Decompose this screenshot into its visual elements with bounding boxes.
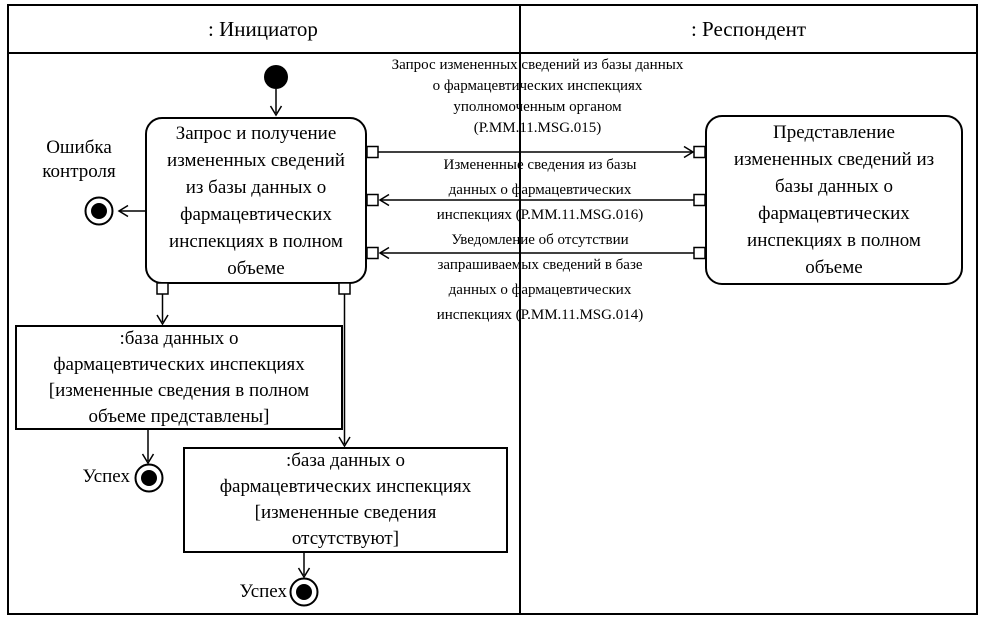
message-label-data: Измененные сведения из базы данных о фар… xyxy=(436,157,644,223)
arrowhead-down-icon xyxy=(156,314,169,326)
object-node-db-full: :база данных о фармацевтических инспекци… xyxy=(15,325,343,430)
object-flow-absent xyxy=(338,282,351,448)
initial-node-flow xyxy=(264,65,288,117)
message-flow-request xyxy=(366,145,706,159)
arrowhead-left-icon xyxy=(378,193,390,207)
success-label-absent: Успех xyxy=(239,581,287,602)
activity-initiator: Запрос и получение измененных сведений и… xyxy=(145,117,367,284)
message-label-notice: Уведомление об отсутствии запрашиваемых … xyxy=(436,232,644,323)
final-node-success-full-core xyxy=(141,470,157,486)
object-node-db-absent-label: :база данных о фармацевтических инспекци… xyxy=(219,450,472,549)
error-label: Ошибка контроля xyxy=(42,137,116,182)
pin-respondent-2 xyxy=(693,193,706,207)
arrowhead-down-icon xyxy=(338,436,351,448)
message-label-request: Запрос измененных сведений из базы данны… xyxy=(391,57,684,136)
success-label-full: Успех xyxy=(82,466,130,487)
arrowhead-left-icon xyxy=(117,204,129,218)
lane-header-separator xyxy=(7,52,978,54)
diagram-frame xyxy=(7,4,978,615)
success-flow-absent xyxy=(289,553,319,607)
activity-respondent: Представление измененных сведений из баз… xyxy=(705,115,963,285)
object-node-db-absent: :база данных о фармацевтических инспекци… xyxy=(183,447,508,553)
pin-bottom-left xyxy=(156,282,169,295)
lane-header-respondent: : Респондент xyxy=(690,17,807,41)
activity-initiator-label: Запрос и получение измененных сведений и… xyxy=(167,122,345,279)
arrowhead-left-icon xyxy=(378,246,390,260)
lane-divider xyxy=(519,4,521,615)
arrowhead-down-icon xyxy=(269,105,283,117)
object-node-db-full-label: :база данных о фармацевтических инспекци… xyxy=(48,327,310,427)
success-flow-full xyxy=(134,430,164,493)
object-flow-full xyxy=(156,282,169,326)
pin-respondent-3 xyxy=(693,246,706,260)
message-flow-notice xyxy=(366,246,706,260)
error-flow xyxy=(84,196,145,226)
pin-respondent-1 xyxy=(693,145,706,159)
pin-initiator-3 xyxy=(366,246,379,260)
lane-header-initiator: : Инициатор xyxy=(208,17,318,41)
message-flow-data xyxy=(366,193,706,207)
arrowhead-down-icon xyxy=(297,567,311,579)
initial-node xyxy=(264,65,288,89)
pin-bottom-right xyxy=(338,282,351,295)
final-node-error-core xyxy=(91,203,107,219)
activity-respondent-label: Представление измененных сведений из баз… xyxy=(733,122,935,278)
arrowhead-down-icon xyxy=(141,453,155,465)
final-node-success-absent-core xyxy=(296,584,312,600)
arrowhead-right-icon xyxy=(683,145,695,159)
pin-initiator-1 xyxy=(366,145,379,159)
pin-initiator-2 xyxy=(366,193,379,207)
